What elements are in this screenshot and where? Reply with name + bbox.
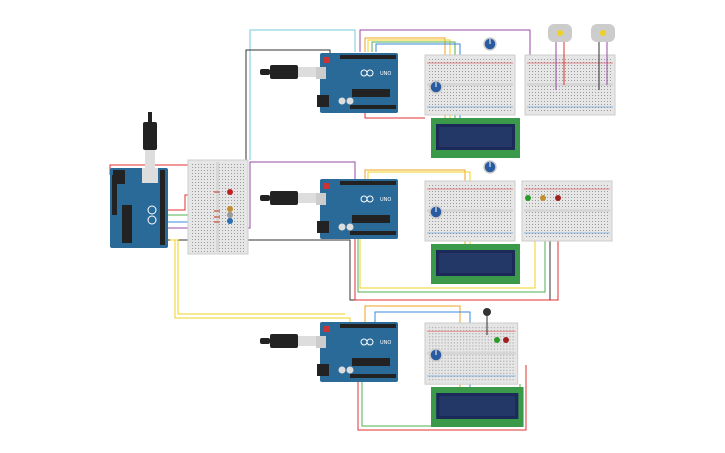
board-label: UNO <box>380 340 391 346</box>
potentiometer-2b[interactable] <box>429 205 443 219</box>
arduino-uno-2[interactable]: UNO <box>315 178 399 240</box>
dc-motor-1 <box>548 24 572 90</box>
wire-black[interactable] <box>245 49 331 160</box>
sensor-3 <box>483 308 491 335</box>
led-blue <box>227 218 233 224</box>
wire-black[interactable] <box>168 239 551 301</box>
dc-motor-2 <box>591 24 615 90</box>
usb-cable-main <box>143 112 157 168</box>
lcd-2 <box>431 244 520 284</box>
board-label: UNO <box>380 197 391 203</box>
wire-yellow[interactable] <box>359 238 536 289</box>
wire-green[interactable] <box>357 238 546 293</box>
potentiometer-1b[interactable] <box>429 80 443 94</box>
leds-3 <box>494 337 509 343</box>
wire-cyan[interactable] <box>249 29 356 160</box>
led-red <box>227 189 233 195</box>
arduino-uno-1[interactable]: UNO <box>315 52 399 114</box>
leds-main <box>214 189 233 224</box>
breadboard-2b[interactable] <box>521 180 613 242</box>
arduino-uno-3[interactable]: UNO <box>315 321 399 383</box>
potentiometer-1a[interactable] <box>483 37 497 51</box>
led-orange <box>540 195 546 201</box>
wire-yellow[interactable] <box>172 239 345 315</box>
led-green <box>494 337 500 343</box>
breadboard-small[interactable] <box>187 159 249 255</box>
board-label: UNO <box>380 71 391 77</box>
led-orange <box>227 206 233 212</box>
potentiometer-2a[interactable] <box>483 160 497 174</box>
lcd-3 <box>431 387 524 427</box>
leds-2 <box>525 195 561 201</box>
led-gray <box>227 212 233 218</box>
led-red <box>555 195 561 201</box>
usb-cable-2 <box>260 191 318 205</box>
led-green <box>525 195 531 201</box>
led-red <box>503 337 509 343</box>
breadboard-1b[interactable] <box>524 54 616 116</box>
wire-red[interactable] <box>354 238 559 301</box>
wire-red[interactable] <box>357 365 527 431</box>
usb-cable-1 <box>260 65 318 79</box>
usb-cable-3 <box>260 334 318 348</box>
potentiometer-3[interactable] <box>429 348 443 362</box>
wire-red[interactable] <box>364 113 425 119</box>
arduino-uno-main[interactable] <box>110 168 168 248</box>
lcd-1 <box>431 118 520 158</box>
